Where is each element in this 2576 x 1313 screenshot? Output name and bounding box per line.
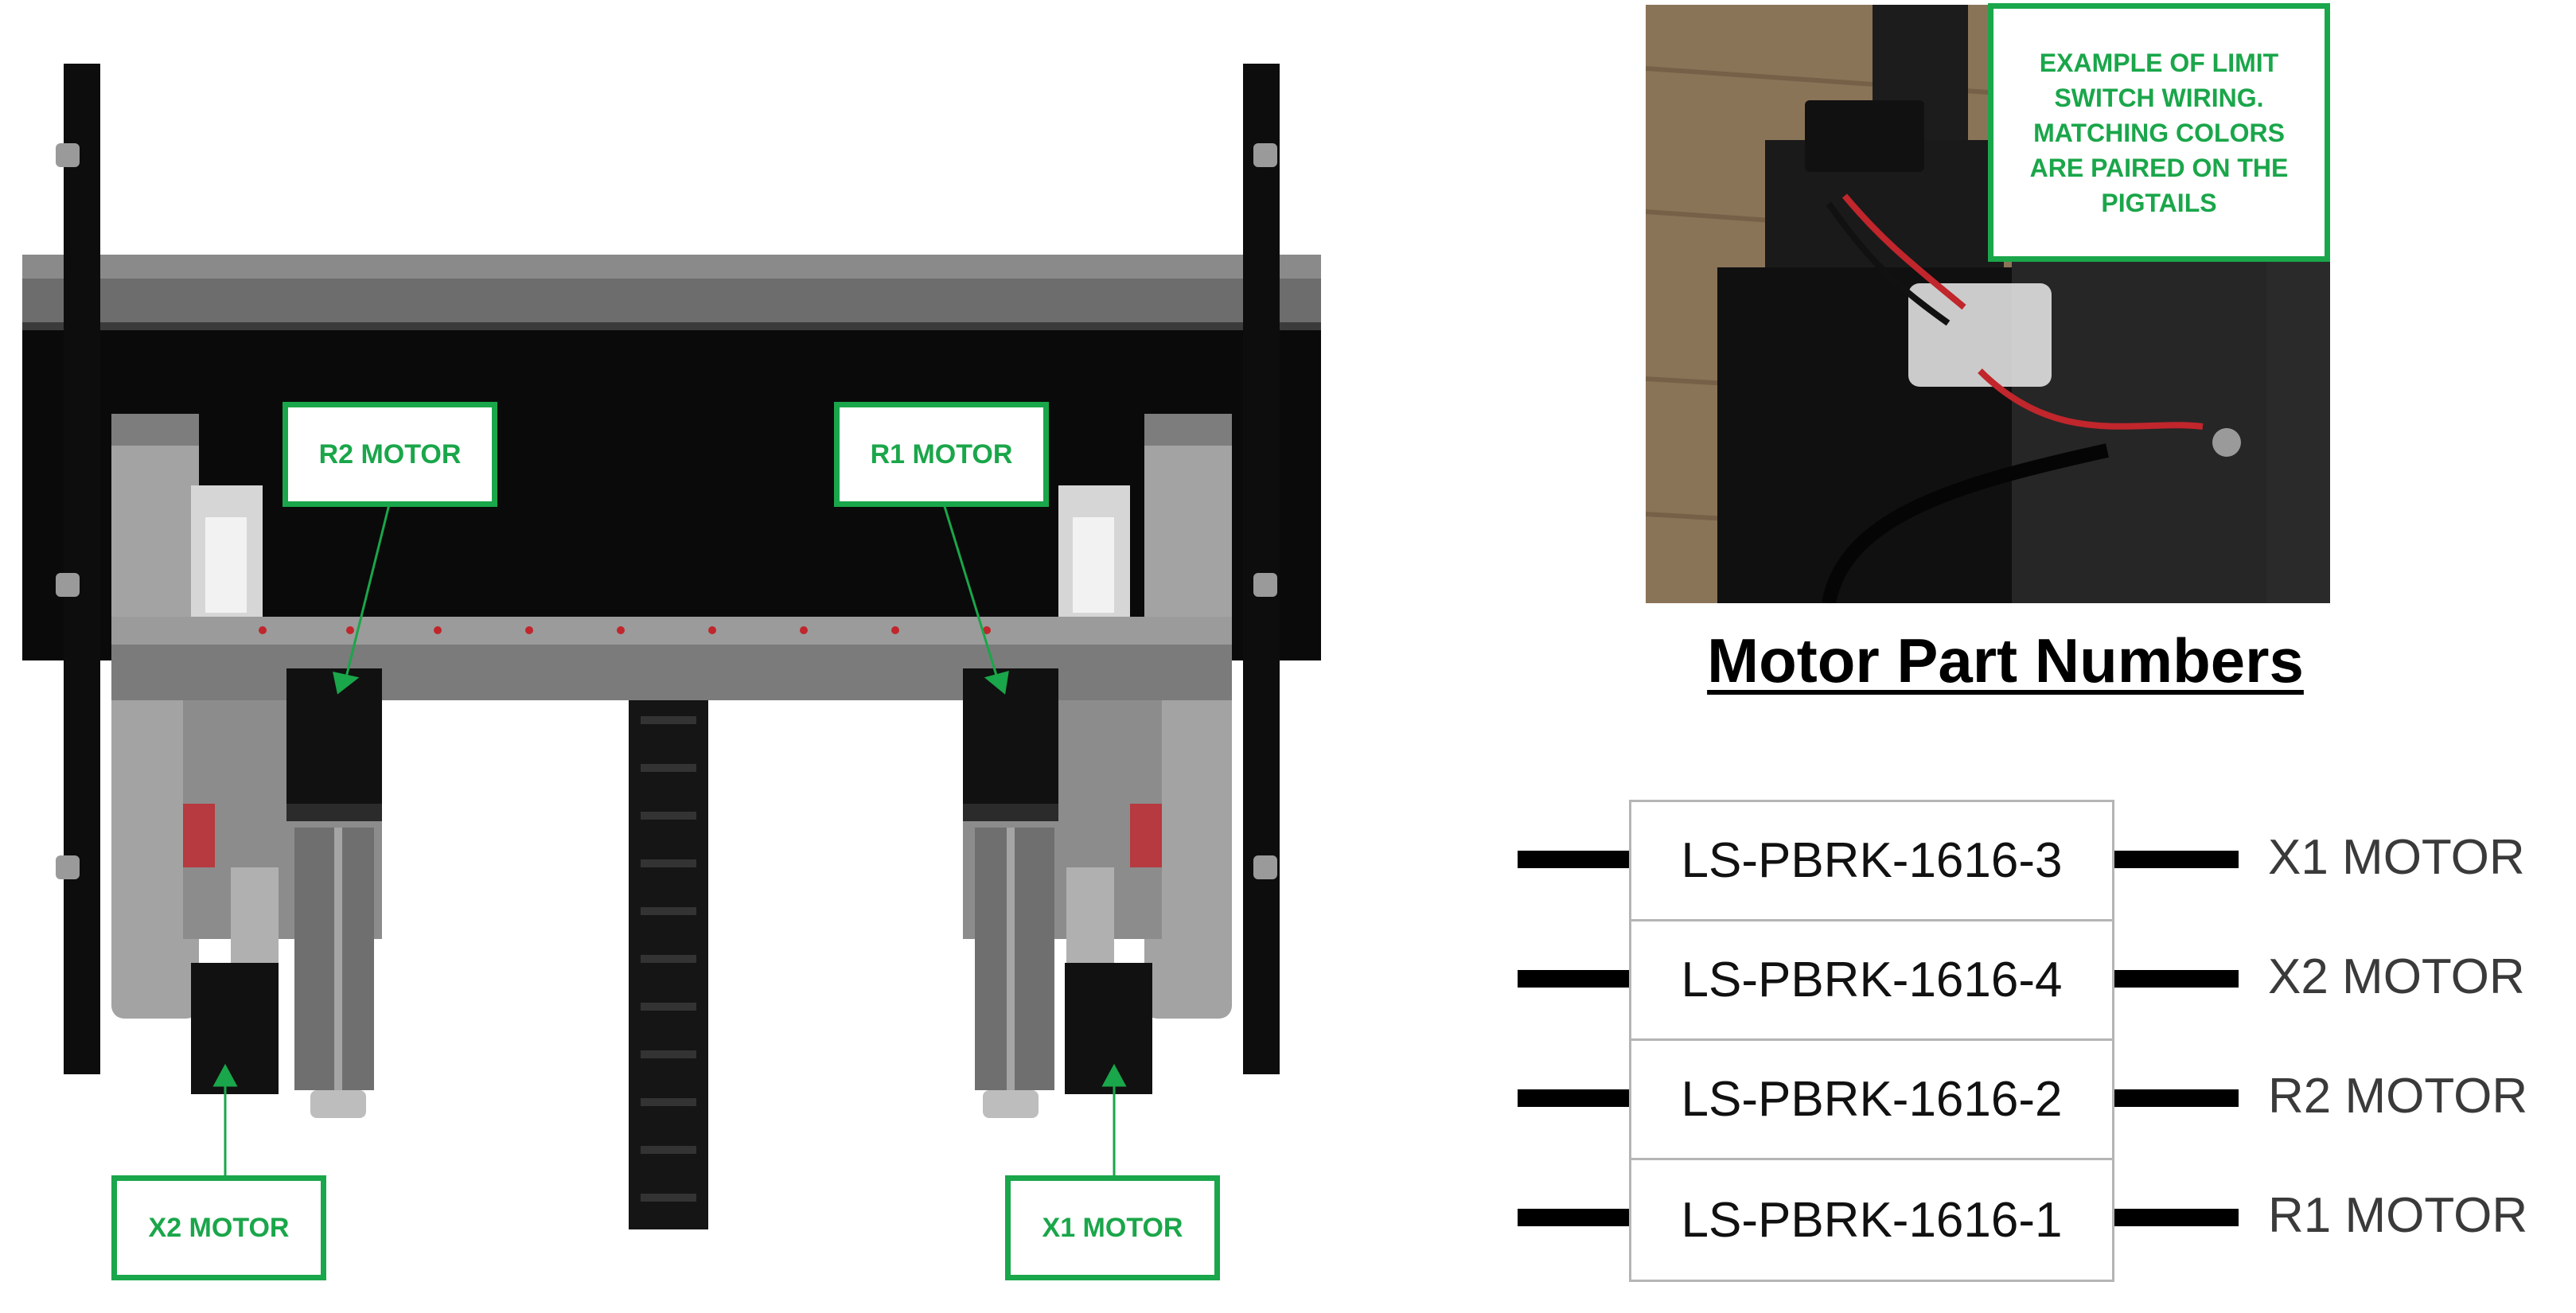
wiring-note-text: EXAMPLE OF LIMIT SWITCH WIRING. MATCHING… [2030,45,2289,220]
r2-motor-body [286,668,382,812]
left-rail-housing [111,414,199,1019]
x2-motor-body [191,963,279,1094]
motor-name: R2 MOTOR [2268,1069,2528,1124]
part-row: LS-PBRK-1616-3 [1631,802,2112,921]
motor-name: X1 MOTOR [2268,830,2525,885]
part-number: LS-PBRK-1616-3 [1681,833,2063,888]
top-beam-face [22,279,1321,326]
right-post [1243,64,1280,1074]
parts-table: LS-PBRK-1616-3 LS-PBRK-1616-4 LS-PBRK-16… [1629,800,2114,1282]
lead-right-4 [2114,1209,2239,1226]
cross-rail [111,617,1232,645]
x1-motor-label: X1 MOTOR [1042,1212,1183,1243]
lead-right-2 [2114,970,2239,988]
lead-left-2 [1518,970,1629,988]
r1-motor-body [963,668,1058,812]
r2-motor-label: R2 MOTOR [318,438,462,469]
wiring-note-line-2: SWITCH WIRING. [2054,83,2264,112]
lead-left-1 [1518,851,1629,868]
top-beam [22,255,1321,279]
part-number: LS-PBRK-1616-4 [1681,953,2063,1007]
top-beam-shadow [22,322,1321,330]
part-row: LS-PBRK-1616-2 [1631,1041,2112,1160]
wiring-note-callout: EXAMPLE OF LIMIT SWITCH WIRING. MATCHING… [1988,3,2330,262]
machine-illustration [22,64,1321,1229]
parts-title: Motor Part Numbers [1707,625,2304,695]
wiring-note-line-4: ARE PAIRED ON THE [2029,153,2289,182]
cable-chain [629,700,708,1229]
x2-motor-callout: X2 MOTOR [111,1175,326,1280]
part-number: LS-PBRK-1616-2 [1681,1072,2063,1127]
lead-right-3 [2114,1089,2239,1107]
motor-name: X2 MOTOR [2268,949,2525,1004]
lead-left-4 [1518,1209,1629,1226]
lead-right-1 [2114,851,2239,868]
right-rail-housing [1144,414,1232,1019]
x1-motor-callout: X1 MOTOR [1005,1175,1220,1280]
r2-motor-callout: R2 MOTOR [283,402,497,507]
r1-motor-callout: R1 MOTOR [834,402,1049,507]
part-row: LS-PBRK-1616-1 [1631,1160,2112,1280]
part-number: LS-PBRK-1616-1 [1681,1192,2063,1248]
wiring-note-line-5: PIGTAILS [2101,188,2217,217]
x2-motor-label: X2 MOTOR [148,1212,290,1243]
wiring-note-line-3: MATCHING COLORS [2033,118,2285,147]
wiring-note-line-1: EXAMPLE OF LIMIT [2039,48,2279,77]
r2-leader [344,501,392,681]
r1-leader [941,501,1000,681]
motor-name: R1 MOTOR [2268,1188,2528,1243]
r1-motor-label: R1 MOTOR [870,438,1013,469]
part-row: LS-PBRK-1616-4 [1631,921,2112,1041]
lead-left-3 [1518,1089,1629,1107]
x1-motor-body [1065,963,1152,1094]
left-post [64,64,100,1074]
